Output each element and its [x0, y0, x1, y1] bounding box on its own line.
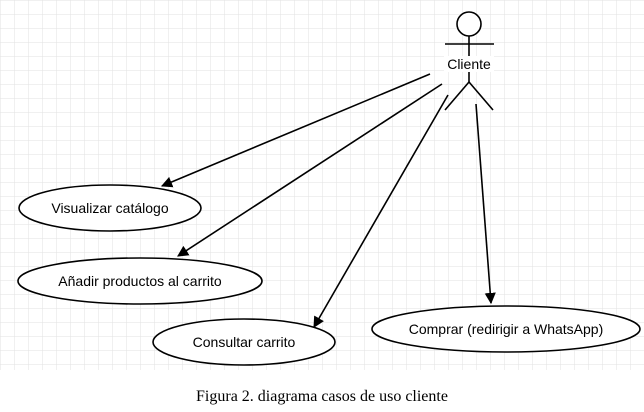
actor-label: Cliente	[447, 56, 491, 72]
use-case-uc1: Visualizar catálogo	[18, 184, 202, 232]
actor-cliente: Cliente	[444, 11, 494, 111]
use-case-label: Visualizar catálogo	[51, 200, 168, 216]
use-case-uc3: Consultar carrito	[152, 318, 336, 366]
associations	[160, 73, 496, 328]
figure-caption: Figura 2. diagrama casos de uso cliente	[196, 388, 448, 405]
association-uc4	[475, 103, 496, 305]
use-case-uc4: Comprar (redirigir a WhatsApp)	[371, 305, 641, 353]
use-case-label: Añadir productos al carrito	[58, 273, 222, 289]
association-uc3	[313, 94, 449, 328]
use-case-diagram: Cliente Visualizar catálogo Añadir produ…	[0, 0, 644, 370]
actor-right-leg	[468, 81, 494, 111]
association-uc2	[177, 83, 443, 257]
use-case-label: Consultar carrito	[193, 334, 296, 350]
use-case-ellipse	[371, 305, 641, 353]
use-case-label: Comprar (redirigir a WhatsApp)	[409, 321, 604, 337]
use-case-ellipse	[18, 184, 202, 232]
actor-left-leg	[444, 81, 470, 111]
use-case-ellipse	[17, 257, 263, 305]
association-uc1	[160, 73, 431, 188]
actor-head	[456, 11, 482, 37]
use-case-uc2: Añadir productos al carrito	[17, 257, 263, 305]
use-case-ellipse	[152, 318, 336, 366]
